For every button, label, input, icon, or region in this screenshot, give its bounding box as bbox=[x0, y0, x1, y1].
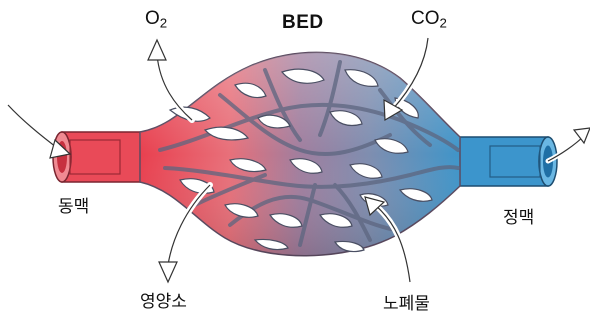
waste-label: 노폐물 bbox=[383, 289, 430, 314]
vein-label: 정맥 bbox=[503, 203, 534, 228]
artery-vessel bbox=[53, 132, 150, 182]
nutrients-label: 영양소 bbox=[140, 287, 187, 312]
artery-label: 동맥 bbox=[58, 192, 89, 217]
bed-label: BED bbox=[282, 12, 324, 34]
oxygen-label: O2 bbox=[145, 8, 167, 30]
carbon-dioxide-label: CO2 bbox=[411, 8, 447, 30]
